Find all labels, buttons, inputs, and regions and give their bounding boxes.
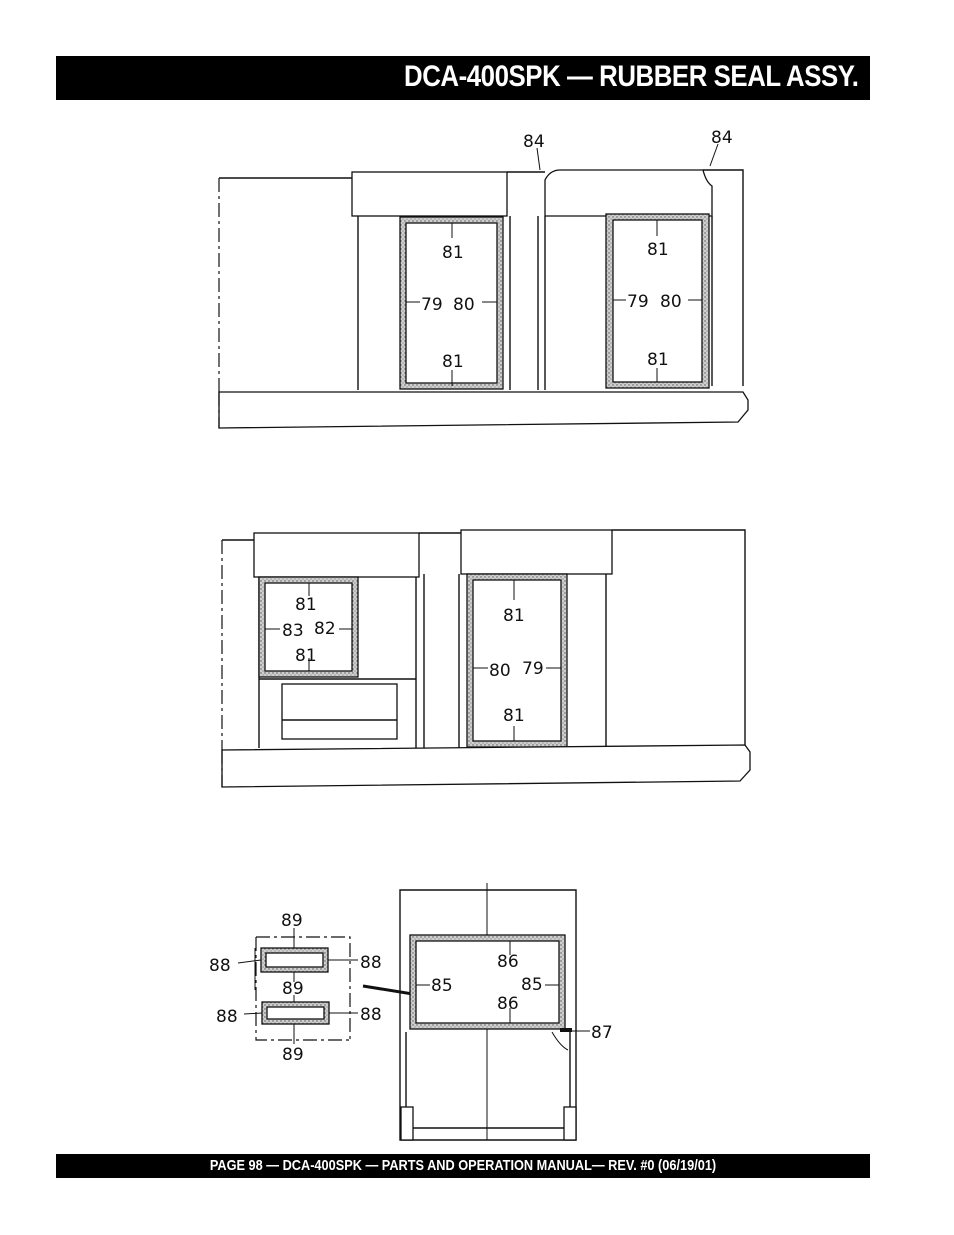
callout: 81 (442, 243, 464, 263)
callout: 87 (591, 1023, 613, 1043)
callout: 88 (216, 1007, 238, 1027)
callout: 80 (660, 292, 682, 312)
footer-bar: PAGE 98 — DCA-400SPK — PARTS AND OPERATI… (56, 1154, 870, 1178)
callout: 81 (295, 646, 317, 666)
base-rail-2 (221, 744, 751, 788)
callout: 81 (442, 352, 464, 372)
callout: 85 (521, 975, 543, 995)
callout: 80 (489, 661, 511, 681)
callout: 81 (295, 595, 317, 615)
callout: 81 (503, 706, 525, 726)
callout: 88 (209, 956, 231, 976)
top-plate-right-2 (460, 529, 613, 575)
base-rail-1 (218, 391, 749, 429)
header-bar: DCA-400SPK — RUBBER SEAL ASSY. (56, 56, 870, 100)
callout: 80 (453, 295, 475, 315)
callout: 86 (497, 994, 519, 1014)
page-title: DCA-400SPK — RUBBER SEAL ASSY. (403, 60, 859, 93)
callout: 82 (314, 619, 336, 639)
page-footer: PAGE 98 — DCA-400SPK — PARTS AND OPERATI… (209, 1157, 717, 1174)
callout: 83 (282, 621, 304, 641)
callout: 84 (523, 132, 545, 152)
view-2-rear (221, 529, 751, 788)
callout: 88 (360, 953, 382, 973)
callout: 81 (647, 350, 669, 370)
callout-labels: 84 84 81 79 80 81 81 79 80 81 81 83 82 8… (209, 128, 733, 1065)
callout: 88 (360, 1005, 382, 1025)
view-3-detail (237, 883, 590, 1141)
top-plate-left-2 (253, 532, 420, 578)
callout: 79 (421, 295, 443, 315)
callout: 79 (522, 659, 544, 679)
callout: 84 (711, 128, 733, 148)
callout: 89 (282, 1045, 304, 1065)
callout: 85 (431, 976, 453, 996)
top-plate-right (544, 169, 713, 217)
callout: 89 (281, 911, 303, 931)
view-1-front (218, 143, 749, 429)
callout: 81 (503, 606, 525, 626)
top-plate-left (351, 171, 508, 217)
callout: 79 (627, 292, 649, 312)
callout: 81 (647, 240, 669, 260)
louver-panel (281, 683, 398, 740)
callout: 89 (282, 979, 304, 999)
callout: 86 (497, 952, 519, 972)
